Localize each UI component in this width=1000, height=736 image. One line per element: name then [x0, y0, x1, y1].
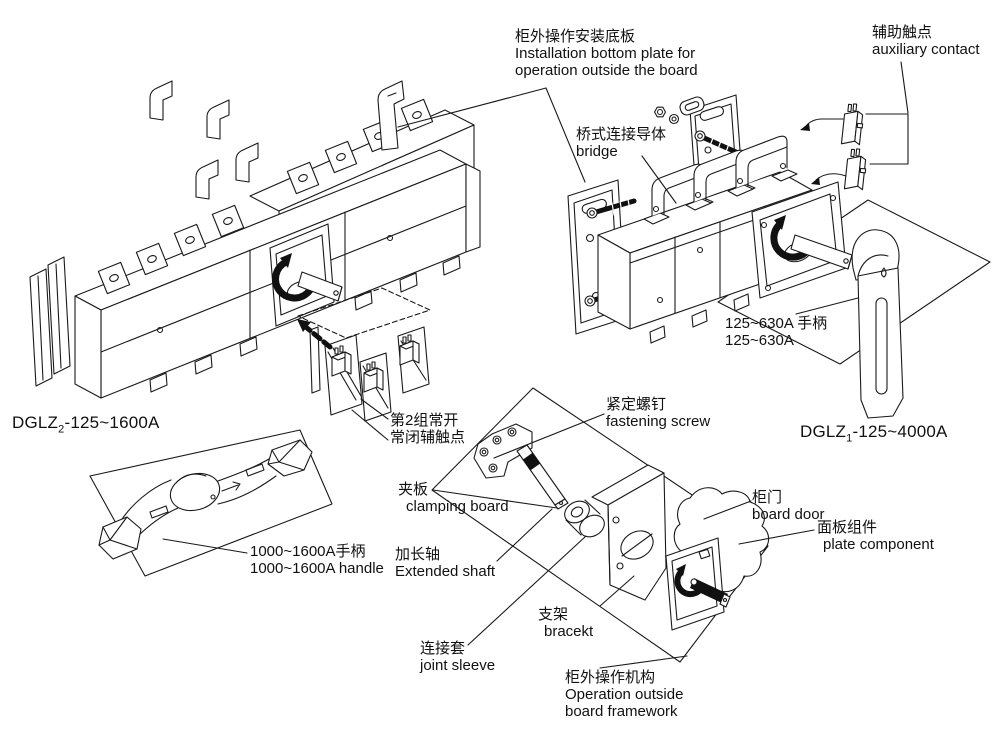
label-install-plate-en1: Installation bottom plate for — [515, 45, 696, 62]
label-clamping-board: 夹板 clamping board — [398, 481, 509, 515]
label-model-dglz1: DGLZ1-125~4000A — [800, 423, 948, 447]
label-plate-component: 面板组件 plate component — [817, 519, 934, 553]
model-right-sub: 1 — [846, 432, 853, 445]
label-operation-framework: 柜外操作机构 Operation outside board framework — [565, 669, 683, 720]
label-plate-component-en: plate component — [823, 536, 934, 553]
handle-125-630 — [851, 229, 904, 419]
label-handle-1600: 1000~1600A手柄 1000~1600A handle — [250, 543, 384, 577]
grip-right — [267, 439, 313, 477]
dglz1-switch-drawing — [567, 94, 991, 419]
model-left-sub: 2 — [58, 423, 65, 436]
label-bracket-en: bracekt — [544, 623, 594, 640]
mounting-arrow — [297, 319, 333, 350]
label-handle-630-line2: 125~630A — [725, 332, 794, 349]
clamping-board-part — [473, 423, 569, 510]
label-extended-shaft-en: Extended shaft — [395, 563, 496, 580]
fixing-hardware — [653, 96, 705, 125]
joint-sleeve-part — [564, 499, 605, 538]
label-board-door-en: board door — [752, 506, 825, 523]
grip-left — [98, 516, 142, 560]
label-bracket-zh: 支架 — [538, 606, 569, 623]
switch-mechanism-right — [751, 181, 853, 299]
label-aux-group2-line2: 常闭辅触点 — [390, 429, 466, 446]
label-install-plate-en2: operation outside the board — [515, 62, 698, 79]
label-install-plate: 柜外操作安装底板 Installation bottom plate for o… — [515, 28, 698, 79]
operation-mechanism-drawing — [431, 387, 770, 663]
label-install-plate-zh: 柜外操作安装底板 — [515, 28, 636, 45]
label-handle-1600-line2: 1000~1600A handle — [250, 560, 384, 577]
label-aux-contact-en: auxiliary contact — [872, 41, 980, 58]
label-extended-shaft: 加长轴 Extended shaft — [395, 546, 495, 580]
label-fastening-screw-zh: 紧定螺钉 — [606, 396, 667, 413]
label-operation-framework-en1: Operation outside — [565, 686, 684, 703]
label-handle-1600-line1: 1000~1600A手柄 — [250, 543, 366, 560]
label-plate-component-zh: 面板组件 — [817, 519, 878, 536]
leader-lines — [162, 61, 909, 669]
label-bracket: 支架 bracekt — [538, 606, 593, 640]
label-bridge: 桥式连接导体 bridge — [576, 126, 666, 160]
plate-component-part — [665, 537, 731, 631]
micro-switches — [331, 334, 420, 393]
bracket-part — [591, 464, 667, 601]
label-operation-framework-en2: board framework — [565, 703, 678, 720]
mounting-clips — [149, 80, 405, 200]
label-clamping-board-en: clamping board — [406, 498, 509, 515]
terminal-pads-front — [97, 204, 245, 295]
label-extended-shaft-zh: 加长轴 — [395, 546, 441, 563]
label-joint-sleeve-en: joint sleeve — [420, 657, 496, 674]
end-rails — [29, 256, 71, 387]
switch-mechanism-left — [269, 223, 343, 327]
label-aux-group2: 第2组常开 常闭辅触点 — [390, 412, 465, 446]
label-handle-630-line1: 125~630A 手柄 — [725, 315, 828, 332]
label-fastening-screw-en: fastening screw — [606, 413, 711, 430]
model-left-suffix: -125~1600A — [64, 413, 160, 432]
auxiliary-contacts — [800, 103, 909, 191]
label-handle-630: 125~630A 手柄 125~630A — [725, 315, 827, 349]
label-aux-contact: 辅助触点 auxiliary contact — [872, 24, 980, 58]
label-bridge-zh: 桥式连接导体 — [576, 126, 667, 143]
bridge-connectors — [643, 135, 798, 225]
label-joint-sleeve-zh: 连接套 — [420, 640, 466, 657]
label-clamping-board-zh: 夹板 — [398, 481, 429, 498]
label-aux-group2-line1: 第2组常开 — [390, 412, 459, 429]
label-model-dglz2: DGLZ2-125~1600A — [12, 414, 160, 438]
label-board-door: 柜门 board door — [752, 489, 825, 523]
label-aux-contact-zh: 辅助触点 — [872, 24, 933, 41]
model-right-suffix: -125~4000A — [852, 422, 948, 441]
aux-contact-group2-drawing — [297, 287, 431, 422]
label-bridge-en: bridge — [576, 143, 618, 160]
handle-1000-1600-drawing — [89, 429, 333, 577]
model-right-prefix: DGLZ — [800, 422, 847, 441]
framework-plane — [431, 387, 769, 663]
dglz2-switch-drawing — [29, 80, 481, 399]
label-board-door-zh: 柜门 — [752, 489, 783, 506]
model-left-prefix: DGLZ — [12, 413, 59, 432]
label-joint-sleeve: 连接套 joint sleeve — [420, 640, 495, 674]
bottom-tabs-left — [149, 255, 461, 393]
label-fastening-screw: 紧定螺钉 fastening screw — [606, 396, 710, 430]
label-operation-framework-zh: 柜外操作机构 — [565, 669, 656, 686]
